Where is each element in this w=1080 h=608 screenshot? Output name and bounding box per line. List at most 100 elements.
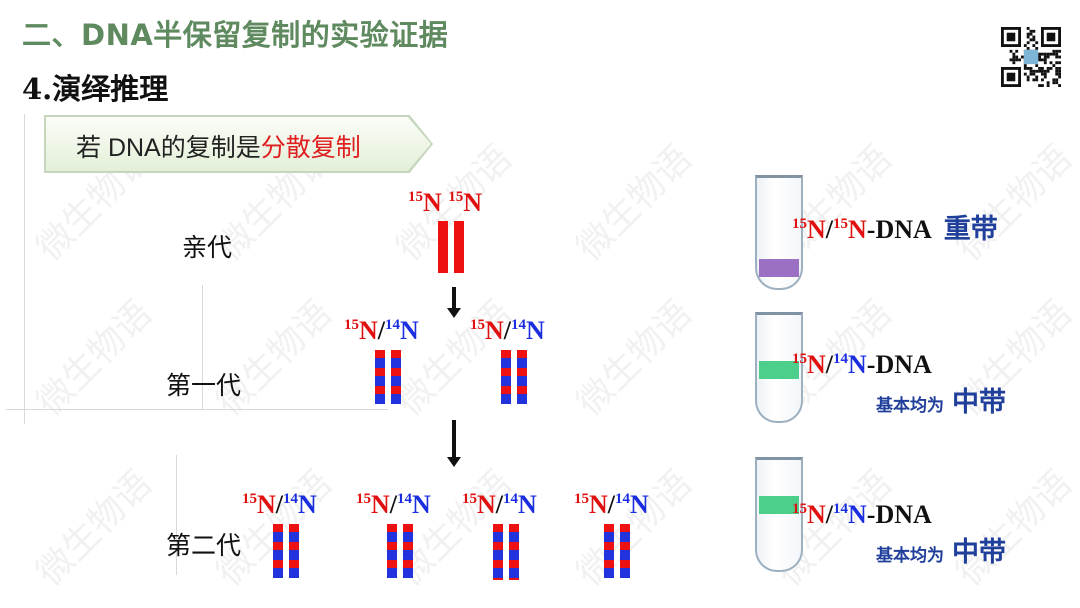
isotope-a-symbol: N [589, 490, 608, 519]
result-isotope-a-symbol: N [807, 215, 826, 244]
dna-strand-left [375, 350, 385, 404]
result-isotope-b-symbol: N [848, 350, 867, 379]
isotope-b-symbol: N [400, 316, 419, 345]
isotope-label: 15N 15N [408, 190, 482, 216]
result-separator: / [826, 215, 833, 244]
isotope-a-mass: 15 [574, 491, 589, 507]
isotope-label: 15N/14N [242, 492, 317, 518]
isotope-label: 15N/14N [470, 318, 545, 344]
isotope-a-mass: 15 [242, 491, 257, 507]
down-arrow-icon [447, 308, 461, 318]
frame-line [24, 114, 25, 424]
isotope-label: 15N/14N [462, 492, 537, 518]
isotope-a-symbol: N [359, 316, 378, 345]
result-isotope-a-mass: 15 [792, 216, 807, 232]
result-isotope-a-mass: 15 [792, 501, 807, 517]
result-separator: / [826, 500, 833, 529]
isotope-a-mass: 15 [408, 189, 423, 205]
band-description-text: 基本均为 [876, 396, 944, 416]
watermark-text: 微生物语 [563, 287, 702, 426]
watermark-text: 微生物语 [943, 132, 1080, 271]
generation-label-first: 第一代 [166, 366, 241, 402]
isotope-separator: / [378, 316, 385, 345]
isotope-b-symbol: N [518, 490, 537, 519]
isotope-separator: / [504, 316, 511, 345]
isotope-label: 15N/14N [574, 492, 649, 518]
dna-strand-right [517, 350, 527, 404]
isotope-label: 15N/14N [344, 318, 419, 344]
isotope-separator: / [390, 490, 397, 519]
result-isotope-a-mass: 15 [792, 351, 807, 367]
result-isotope-label: 15N/14N-DNA [792, 502, 932, 528]
watermark-text: 微生物语 [203, 287, 342, 426]
dna-strand-right [454, 221, 464, 273]
isotope-b-mass: 14 [511, 317, 526, 333]
result-isotope-b-mass: 14 [833, 501, 848, 517]
page-subtitle: 4.演绎推理 [22, 66, 168, 108]
isotope-b-symbol: N [630, 490, 649, 519]
dna-strand-left [604, 524, 614, 578]
generation-label-parent: 亲代 [182, 228, 232, 264]
band-name: 中带 [952, 537, 1006, 568]
isotope-separator: / [276, 490, 283, 519]
isotope-a-symbol: N [485, 316, 504, 345]
result-isotope-label: 15N/14N-DNA [792, 352, 932, 378]
band-name: 中带 [952, 387, 1006, 418]
arrow-shaft [452, 287, 456, 309]
isotope-b-mass: 14 [385, 317, 400, 333]
scenario-text: 若 DNA的复制是分散复制 [76, 128, 361, 164]
dna-strand-right [620, 524, 630, 578]
isotope-b-symbol: N [463, 188, 482, 217]
isotope-b-symbol: N [298, 490, 317, 519]
dna-strand-right [289, 524, 299, 578]
dna-strand-right [509, 524, 519, 580]
isotope-b-mass: 14 [397, 491, 412, 507]
watermark-text: 微生物语 [23, 457, 162, 596]
isotope-b-symbol: N [412, 490, 431, 519]
dna-strand-left [273, 524, 283, 578]
result-isotope-b-mass: 14 [833, 351, 848, 367]
watermark-text: 微生物语 [563, 132, 702, 271]
isotope-a-mass: 15 [344, 317, 359, 333]
watermark-text: 微生物语 [23, 287, 162, 426]
down-arrow-icon [447, 457, 461, 467]
isotope-a-mass: 15 [462, 491, 477, 507]
qr-code-icon [1001, 27, 1061, 87]
watermark-text: 微生物语 [943, 457, 1080, 596]
isotope-a-symbol: N [423, 188, 442, 217]
isotope-a-mass: 15 [470, 317, 485, 333]
result-suffix: -DNA [867, 215, 932, 244]
section-title: 二、DNA半保留复制的实验证据 [22, 12, 448, 54]
arrow-shaft [452, 420, 456, 458]
isotope-a-mass: 15 [356, 491, 371, 507]
isotope-a-symbol: N [257, 490, 276, 519]
result-isotope-b-symbol: N [848, 500, 867, 529]
result-separator: / [826, 350, 833, 379]
scenario-prefix: 若 DNA的复制是 [76, 134, 261, 162]
band-description: 基本均为中带 [876, 380, 1006, 419]
isotope-label: 15N/14N [356, 492, 431, 518]
isotope-b-mass: 14 [283, 491, 298, 507]
dna-strand-right [403, 524, 413, 578]
dna-strand-left [501, 350, 511, 404]
band-name: 重带 [944, 214, 998, 245]
dna-strand-left [493, 524, 503, 580]
generation-label-second: 第二代 [166, 526, 241, 562]
result-isotope-b-mass: 15 [833, 216, 848, 232]
band-description: 基本均为中带 [876, 530, 1006, 569]
isotope-b-mass: 14 [503, 491, 518, 507]
band-description-text: 基本均为 [876, 546, 944, 566]
isotope-a-symbol: N [371, 490, 390, 519]
dna-strand-left [438, 221, 448, 273]
isotope-b-mass: 14 [615, 491, 630, 507]
isotope-a-symbol: N [477, 490, 496, 519]
result-isotope-b-symbol: N [848, 215, 867, 244]
isotope-separator: / [496, 490, 503, 519]
result-suffix: -DNA [867, 500, 932, 529]
result-isotope-a-symbol: N [807, 500, 826, 529]
dna-strand-right [391, 350, 401, 404]
frame-line [6, 409, 388, 410]
watermark-text: 微生物语 [563, 457, 702, 596]
dna-strand-left [387, 524, 397, 578]
